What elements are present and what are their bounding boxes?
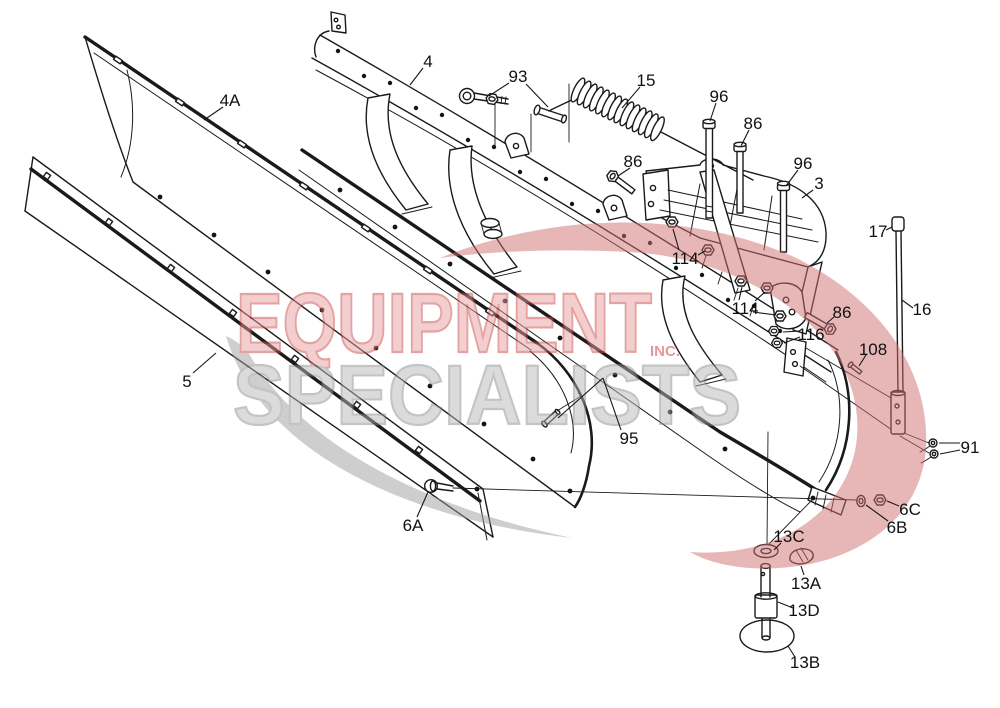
callout-part-86-top: 86: [744, 114, 763, 133]
jack-collar-13d: [754, 594, 778, 619]
callout-part-13b: 13B: [790, 653, 820, 672]
nut-116-2: [770, 337, 784, 349]
callout-part-17: 17: [869, 222, 888, 241]
cutting-edge-5: [24, 156, 494, 541]
callout-part-93: 93: [509, 67, 528, 86]
moldboard-skin-4a: [83, 35, 594, 509]
callout-part-95: 95: [620, 429, 639, 448]
part-13b-leader: [787, 645, 796, 658]
part-4-leader: [409, 67, 424, 86]
part-5-leader: [192, 352, 217, 374]
skin-top-edge: [83, 35, 539, 345]
callout-part-16: 16: [913, 300, 932, 319]
nut-116-1: [767, 325, 781, 337]
watermark-primary-text: EQUIPMENT: [236, 276, 652, 370]
skin-slot-marks: [112, 55, 496, 317]
cutting-edge-bolt-holes: [337, 187, 728, 452]
callout-part-114-b: 114: [731, 299, 758, 318]
part-114-b-leader: [752, 311, 777, 316]
part-96-right-leader: [785, 169, 799, 187]
moldboard-end-rib: [824, 350, 851, 492]
frame-channel-top-edge: [319, 34, 839, 351]
callout-part-13d: 13D: [788, 601, 819, 620]
nut-114-5: [773, 310, 787, 322]
callout-part-4a: 4A: [220, 91, 241, 110]
callout-part-4: 4: [423, 52, 432, 71]
cutting-edge-square-holes: [42, 171, 424, 455]
callout-part-96-top: 96: [710, 87, 729, 106]
watermark: EQUIPMENT SPECIALISTS INC.: [226, 222, 927, 569]
part-116-leader: [783, 336, 801, 344]
callout-part-13a: 13A: [791, 574, 822, 593]
part-3-leader: [801, 189, 814, 199]
moldboard-bottom-edge: [300, 148, 820, 493]
bolt-96-right: [776, 180, 791, 253]
guide-cap-17: [891, 216, 905, 232]
clevis-pin-93: [533, 104, 568, 124]
part-116-leader: [782, 330, 801, 333]
callout-part-114-a: 114: [671, 249, 698, 268]
frame-mount-tab: [330, 11, 347, 34]
callout-part-86-right: 86: [833, 303, 852, 322]
part-93-leader: [488, 82, 510, 97]
callout-part-91: 91: [961, 438, 980, 457]
moldboard-frame-assembly: [298, 11, 851, 516]
part-16-leader: [901, 299, 914, 309]
hairpin-91-1: [919, 438, 938, 453]
part-6c-leader: [886, 500, 900, 507]
callout-part-86-left: 86: [624, 152, 643, 171]
spring-ear-front: [504, 132, 530, 159]
part-108-leader: [858, 354, 867, 367]
part-86-top-leader: [740, 129, 750, 147]
callout-part-13c: 13C: [773, 527, 804, 546]
bolt-96-left: [702, 118, 716, 219]
callout-part-15: 15: [637, 71, 656, 90]
part-114-b-leader: [738, 286, 743, 301]
part-114-a-leader: [672, 228, 680, 251]
callout-part-6b: 6B: [887, 518, 908, 537]
part-96-top-leader: [709, 102, 717, 122]
part-6b-leader: [865, 504, 889, 522]
part-13d-leader: [777, 601, 794, 609]
spring-ear-rear: [602, 194, 628, 221]
part-4a-leader: [203, 106, 224, 121]
part-91-leader: [939, 449, 961, 455]
part-6a-leader: [416, 491, 429, 518]
part-114-a-leader: [697, 250, 706, 256]
part-15-leader: [621, 86, 641, 109]
part-13a-leader: [800, 565, 805, 576]
part-86-left-leader: [617, 167, 631, 177]
part-86-right-leader: [826, 316, 835, 324]
pivot-washers: [480, 217, 503, 240]
bolt-86-top: [733, 141, 747, 214]
watermark-swoosh-red: [440, 222, 927, 569]
bolt-95: [541, 391, 583, 428]
part-13c-leader: [773, 542, 782, 551]
callout-part-3: 3: [814, 174, 823, 193]
moldboard-ribs: [365, 93, 727, 387]
part-17-leader: [885, 226, 893, 231]
part-93-leader: [525, 83, 549, 108]
part-114-b-leader: [754, 291, 766, 302]
callout-part-6c: 6C: [899, 500, 921, 519]
bolt-86-left: [604, 167, 636, 195]
watermark-suffix-text: INC.: [650, 343, 680, 360]
callout-part-116: 116: [797, 325, 824, 344]
eyebolt-93: [458, 87, 509, 106]
carriage-bolt-6a: [424, 479, 454, 494]
watermark-secondary-text: SPECIALISTS: [233, 348, 741, 442]
callout-part-5: 5: [182, 372, 191, 391]
callout-part-108: 108: [859, 340, 887, 359]
callout-part-96-right: 96: [794, 154, 813, 173]
callout-part-6a: 6A: [403, 516, 424, 535]
part-95-leader: [557, 377, 604, 419]
part-95-leader: [602, 377, 622, 431]
skin-bolt-holes: [157, 194, 536, 462]
